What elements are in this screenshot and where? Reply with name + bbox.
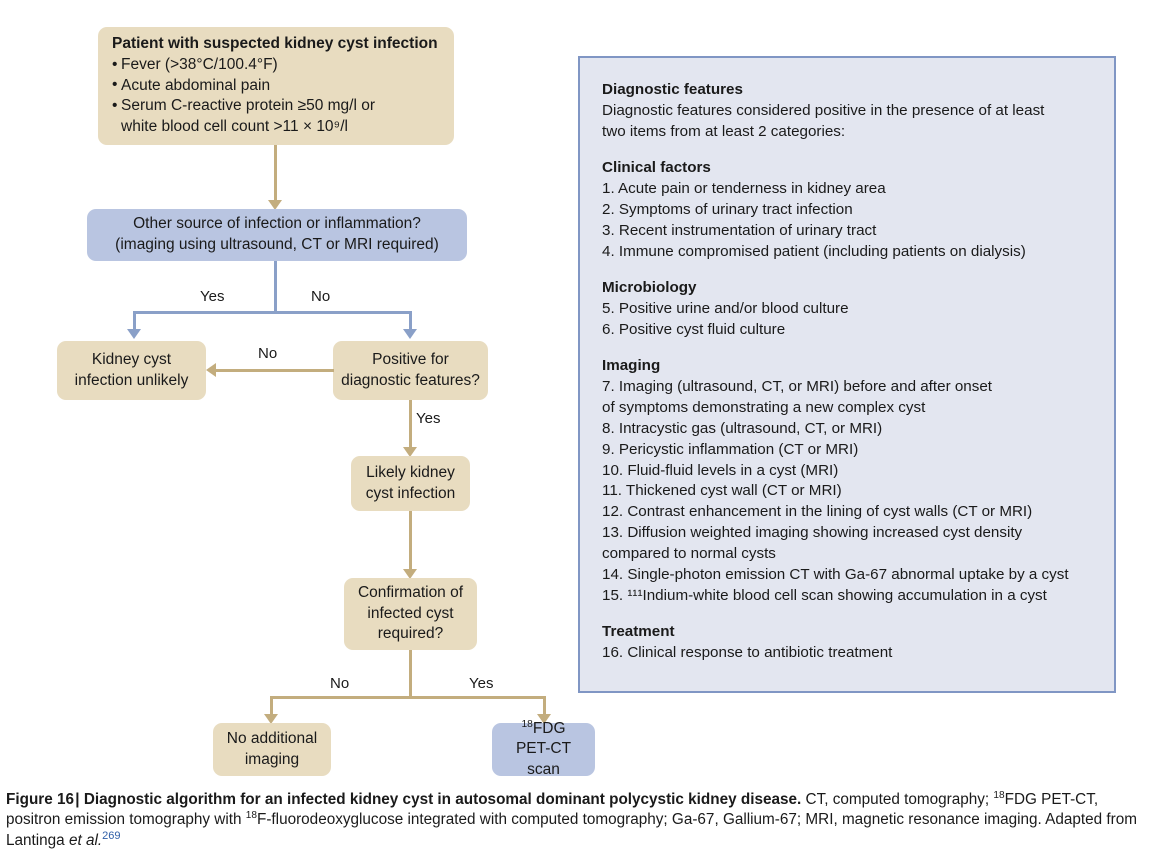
flow-node-pet-ct-scan-line1: 18FDG xyxy=(521,719,565,740)
section-heading-treatment: Treatment xyxy=(602,623,675,641)
edge-label-confirmation-no: No xyxy=(330,675,350,692)
flow-node-infection-unlikely-line2: infection unlikely xyxy=(74,371,189,389)
connector-other-source-stem xyxy=(274,261,277,313)
connector-confirmation-no-down xyxy=(270,696,273,718)
caption-legend-part1: CT, computed tomography; xyxy=(801,791,994,808)
arrowhead-other-source-no xyxy=(403,329,417,339)
arrowhead-confirmation-yes xyxy=(537,714,551,724)
flow-node-other-source-line1: Other source of infection or inflammatio… xyxy=(133,215,421,233)
flow-node-positive-features: Positive for diagnostic features? xyxy=(333,341,488,400)
feature-item-7: 7. Imaging (ultrasound, CT, or MRI) befo… xyxy=(602,377,993,416)
connector-other-source-yes-down xyxy=(133,311,136,333)
connector-features-no-horizontal xyxy=(216,369,334,372)
edge-label-other-source-yes: Yes xyxy=(200,288,225,305)
pet-ct-superscript: 18 xyxy=(521,718,533,730)
section-heading-clinical-factors: Clinical factors xyxy=(602,158,711,176)
connector-other-source-crossbar xyxy=(133,311,411,314)
figure-separator: | xyxy=(75,791,80,808)
spacer-4 xyxy=(602,607,1094,622)
connector-features-yes-vertical xyxy=(409,400,412,450)
flow-node-confirmation-line3: required? xyxy=(377,625,444,643)
feature-item-15: 15. ¹¹¹Indium-white blood cell scan show… xyxy=(602,587,1047,605)
feature-item-3: 3. Recent instrumentation of urinary tra… xyxy=(602,221,877,239)
feature-item-14: 14. Single-photon emission CT with Ga-67… xyxy=(602,566,1069,584)
flow-node-suspected-patient-title: Patient with suspected kidney cyst infec… xyxy=(112,35,438,53)
edge-label-other-source-no: No xyxy=(311,288,331,305)
feature-item-9: 9. Pericystic inflammation (CT or MRI) xyxy=(602,440,859,458)
flow-node-no-additional-imaging-line1: No additional xyxy=(226,729,318,747)
bullet-fever: Fever (>38°C/100.4°F) xyxy=(112,55,375,76)
flow-node-likely-infection-line1: Likely kidney xyxy=(366,463,455,481)
feature-item-5: 5. Positive urine and/or blood culture xyxy=(602,299,849,317)
feature-item-16: 16. Clinical response to antibiotic trea… xyxy=(602,644,893,662)
arrowhead-suspected-to-other-source xyxy=(268,200,282,210)
edge-label-features-yes: Yes xyxy=(416,410,441,427)
feature-item-6: 6. Positive cyst fluid culture xyxy=(602,320,786,338)
flow-node-suspected-patient: Patient with suspected kidney cyst infec… xyxy=(98,27,454,145)
flow-node-positive-features-line2: diagnostic features? xyxy=(341,371,480,389)
arrowhead-features-no xyxy=(206,363,216,377)
flow-node-likely-infection-line2: cyst infection xyxy=(365,484,456,502)
section-heading-imaging: Imaging xyxy=(602,356,661,374)
flow-node-pet-ct-scan: 18FDG PET-CT scan xyxy=(492,719,595,778)
caption-superscript-2: 18 xyxy=(245,810,257,822)
flow-node-confirmation-required: Confirmation of infected cyst required? xyxy=(344,578,477,650)
connector-confirmation-yes-down xyxy=(543,696,546,718)
flow-node-no-additional-imaging: No additional imaging xyxy=(213,723,331,776)
caption-superscript-1: 18 xyxy=(993,789,1005,801)
arrowhead-likely-to-confirmation xyxy=(403,569,417,579)
spacer-2 xyxy=(602,263,1094,278)
arrowhead-features-yes xyxy=(403,447,417,457)
edge-label-features-no: No xyxy=(258,345,278,362)
feature-item-12: 12. Contrast enhancement in the lining o… xyxy=(602,503,1033,521)
flow-node-infection-unlikely: Kidney cyst infection unlikely xyxy=(57,341,206,400)
bullet-abdominal-pain: Acute abdominal pain xyxy=(112,75,375,97)
flow-node-confirmation-line2: infected cyst xyxy=(367,604,454,622)
flow-node-other-source: Other source of infection or inflammatio… xyxy=(87,209,467,261)
feature-item-1: 1. Acute pain or tenderness in kidney ar… xyxy=(602,179,886,197)
bullet-crp-wbc: Serum C-reactive protein ≥50 mg/l or whi… xyxy=(112,96,375,137)
figure-title: Diagnostic algorithm for an infected kid… xyxy=(83,791,802,808)
flow-node-positive-features-line1: Positive for xyxy=(372,350,449,368)
flow-node-other-source-line2: (imaging using ultrasound, CT or MRI req… xyxy=(115,236,439,253)
caption-legend-part3: F-fluorodeoxyglucose integrated with com… xyxy=(6,811,1138,849)
feature-item-2: 2. Symptoms of urinary tract infection xyxy=(602,200,853,218)
feature-item-11: 11. Thickened cyst wall (CT or MRI) xyxy=(602,482,842,500)
flow-node-infection-unlikely-line1: Kidney cyst xyxy=(91,350,172,368)
feature-item-8: 8. Intracystic gas (ultrasound, CT, or M… xyxy=(602,419,883,437)
connector-confirmation-crossbar xyxy=(270,696,545,699)
arrowhead-confirmation-no xyxy=(264,714,278,724)
section-heading-microbiology: Microbiology xyxy=(602,278,697,296)
flow-node-pet-ct-scan-line2: PET-CT scan xyxy=(515,740,572,778)
connector-other-source-no-down xyxy=(409,311,412,333)
flow-node-suspected-patient-bullets: Fever (>38°C/100.4°F) Acute abdominal pa… xyxy=(112,55,375,137)
caption-legend-part2: FDG PET-CT, positron emission tomography… xyxy=(6,791,1099,829)
edge-label-confirmation-yes: Yes xyxy=(469,675,494,692)
diagnostic-features-panel: Diagnostic features Diagnostic features … xyxy=(578,56,1116,693)
connector-likely-to-confirmation xyxy=(409,511,412,572)
connector-suspected-to-other-source xyxy=(274,145,277,204)
flow-node-no-additional-imaging-line2: imaging xyxy=(244,750,300,768)
caption-et-al: et al. xyxy=(68,831,103,849)
spacer-1 xyxy=(602,143,1094,158)
arrowhead-other-source-yes xyxy=(127,329,141,339)
flow-node-confirmation-line1: Confirmation of xyxy=(357,584,464,602)
spacer-3 xyxy=(602,341,1094,356)
feature-item-10: 10. Fluid-fluid levels in a cyst (MRI) xyxy=(602,461,839,479)
caption-reference-number: 269 xyxy=(102,829,121,842)
flow-node-likely-infection: Likely kidney cyst infection xyxy=(351,456,470,511)
connector-confirmation-stem xyxy=(409,650,412,698)
pet-ct-line1-text: FDG xyxy=(532,719,566,737)
features-panel-intro: Diagnostic features considered positive … xyxy=(602,101,1045,140)
features-panel-heading: Diagnostic features xyxy=(602,81,743,98)
figure-label: Figure 16 xyxy=(6,791,75,808)
feature-item-13: 13. Diffusion weighted imaging showing i… xyxy=(602,524,1023,563)
figure-caption: Figure 16 | Diagnostic algorithm for an … xyxy=(6,790,1152,851)
feature-item-4: 4. Immune compromised patient (including… xyxy=(602,242,1026,260)
